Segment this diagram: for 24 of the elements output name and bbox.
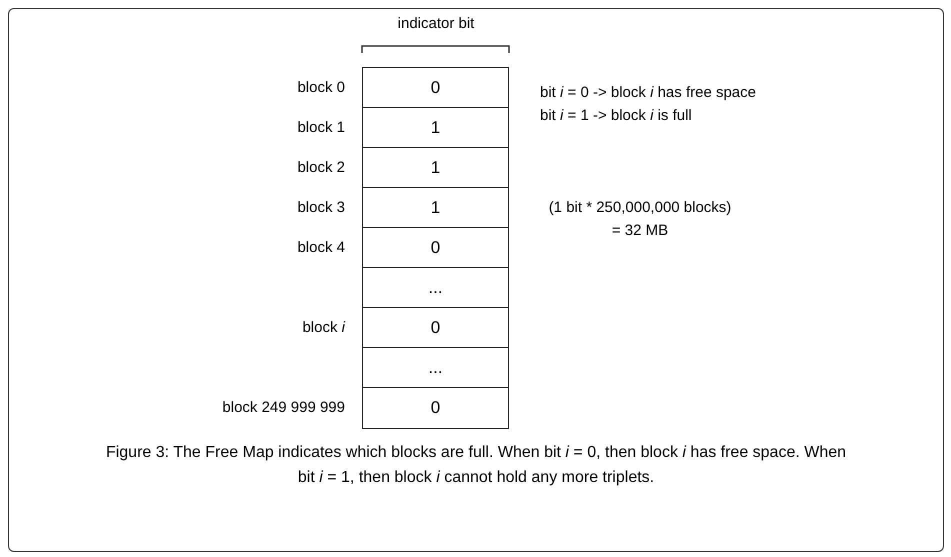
note-text: bit i = 1 -> block i is full xyxy=(540,106,693,126)
formula-text: (1 bit * 250,000,000 blocks) xyxy=(548,198,732,218)
figure-caption: Figure 3: The Free Map indicates which blocks are full. When bit i = 0, then block i has free space. When bit i = 1, then block i cannot hold any more triplets. xyxy=(104,443,848,488)
bit-value: ... xyxy=(428,278,443,298)
row-label: block 4 xyxy=(297,238,345,258)
row-label: block i xyxy=(302,318,345,338)
note-text: bit i = 0 -> block i has free space xyxy=(540,83,757,103)
row-label: block 1 xyxy=(297,118,345,138)
row-label: block 3 xyxy=(297,198,345,218)
row-label: block 2 xyxy=(297,158,345,178)
bit-value: ... xyxy=(428,358,443,378)
bit-value: 0 xyxy=(430,238,440,258)
bit-value: 1 xyxy=(430,118,440,138)
bit-value: 0 xyxy=(430,318,440,338)
table-cell xyxy=(362,347,509,388)
bit-value: 1 xyxy=(430,158,440,178)
formula-text: = 32 MB xyxy=(610,221,670,241)
row-label: block 0 xyxy=(297,78,345,98)
bit-value: 1 xyxy=(430,198,440,218)
table-cell xyxy=(362,267,509,308)
bit-value: 0 xyxy=(430,398,440,418)
column-header: indicator bit xyxy=(396,14,476,34)
bit-value: 0 xyxy=(430,78,440,98)
row-label: block 249 999 999 xyxy=(222,398,345,418)
